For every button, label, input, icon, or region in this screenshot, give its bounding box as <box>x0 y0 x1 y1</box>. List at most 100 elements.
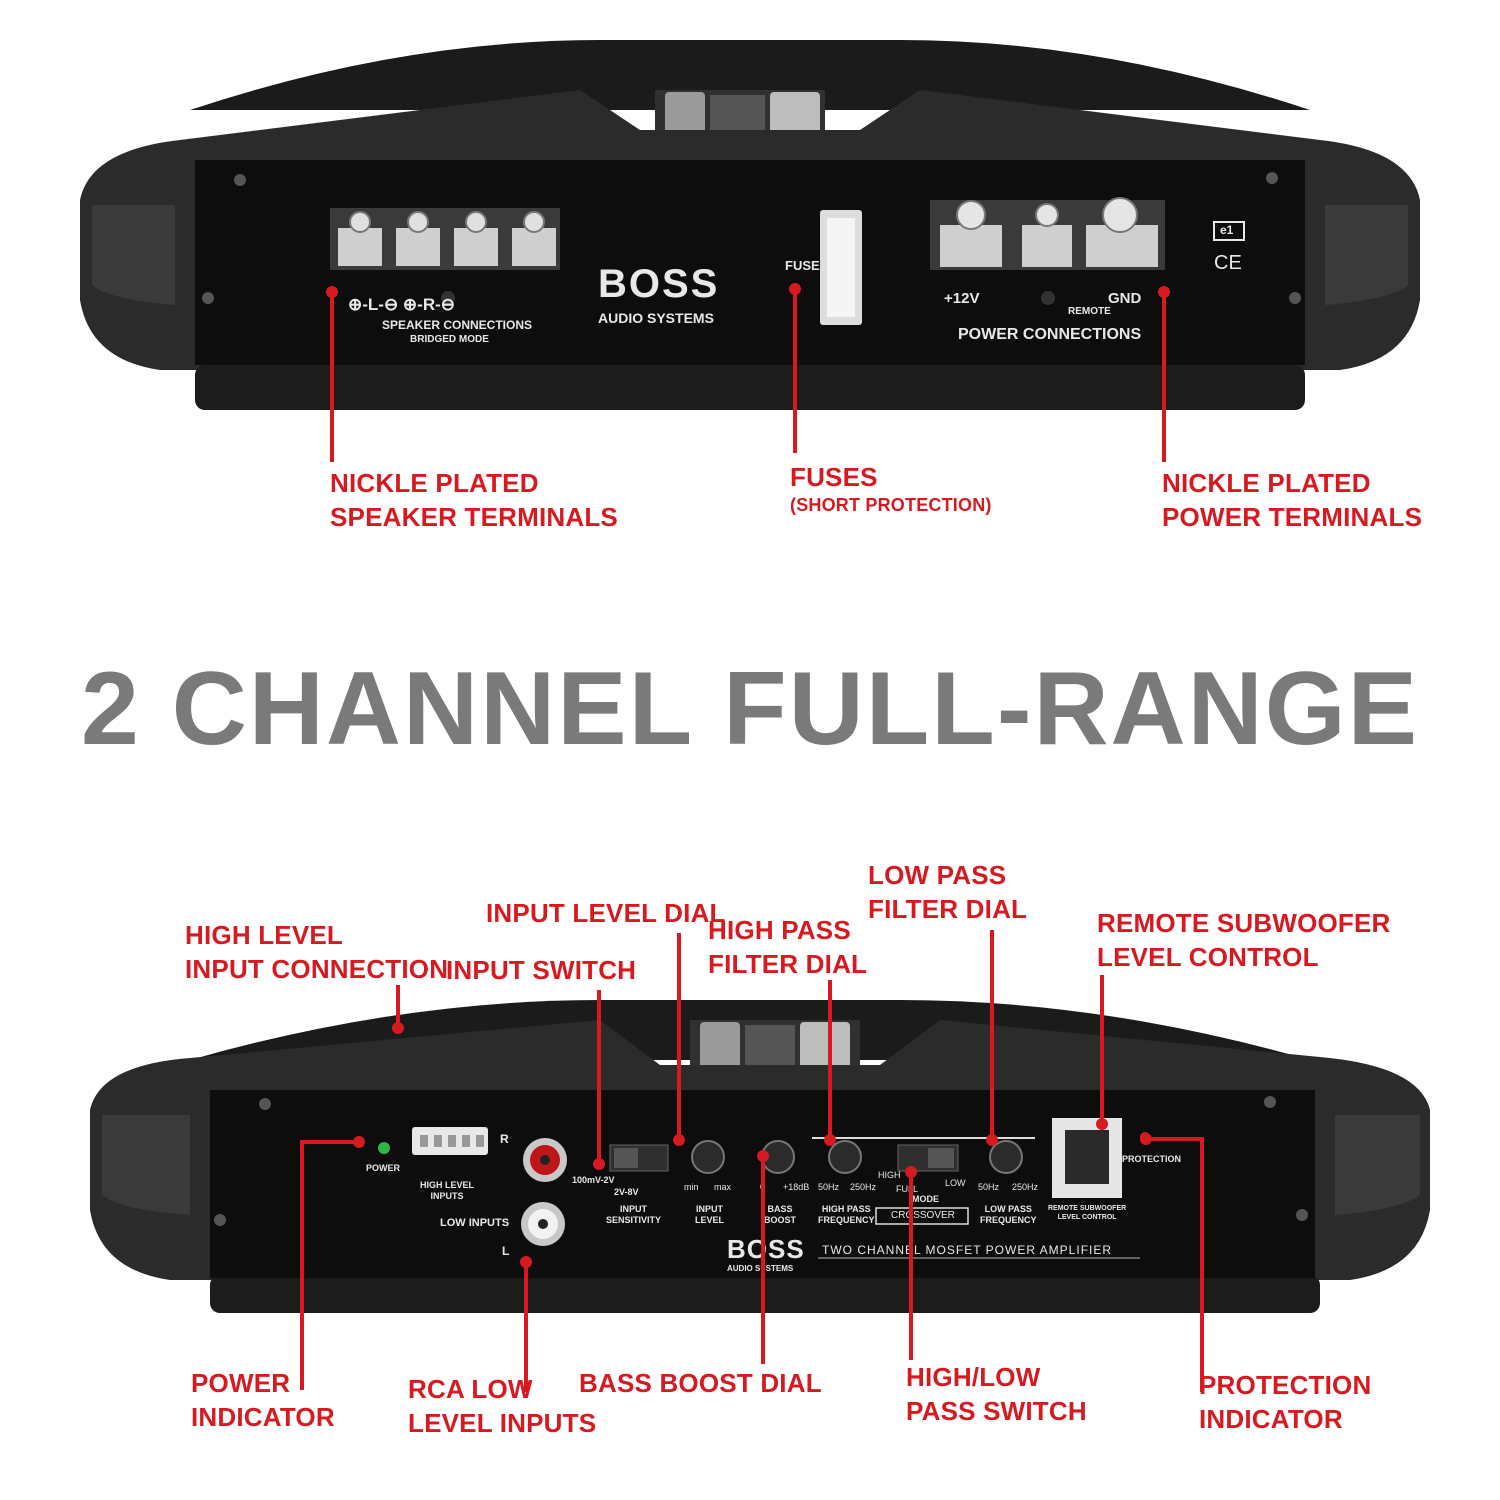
callout-remote-sub-line1: REMOTE SUBWOOFER <box>1097 908 1391 938</box>
bass-boost-line1: BASS <box>767 1204 793 1214</box>
mode-low-label: LOW <box>945 1178 966 1188</box>
high-pass-frequency-label: HIGH PASS FREQUENCY <box>818 1204 875 1226</box>
low-pass-frequency-line2: FREQUENCY <box>980 1215 1037 1225</box>
input-sensitivity-line1: INPUT <box>620 1204 647 1214</box>
callout-fuses-title: FUSES <box>790 462 878 492</box>
input-level-line1: INPUT <box>696 1204 723 1214</box>
bottom-amplifier-housing <box>90 1000 1430 1313</box>
speaker-pin-labels: ⊕-L-⊖ ⊕-R-⊖ <box>348 295 456 314</box>
low-pass-dial-pointer <box>986 1134 998 1146</box>
input-level-max-label: max <box>714 1182 732 1192</box>
remote-sub-pointer <box>1096 1118 1108 1130</box>
callout-high-level-input-line1: HIGH LEVEL <box>185 920 344 950</box>
protection-leader-h <box>1146 1137 1204 1141</box>
high-pass-dial-pointer <box>824 1134 836 1146</box>
bass-boost-label: BASS BOOST <box>764 1204 796 1226</box>
input-level-min-label: min <box>684 1182 699 1192</box>
callout-rca-low-line1: RCA LOW <box>408 1374 533 1404</box>
rca-leader <box>524 1262 528 1392</box>
remote-sub-panel-label: REMOTE SUBWOOFER LEVEL CONTROL <box>1048 1204 1126 1222</box>
fuse-label: FUSE <box>785 258 820 273</box>
callout-high-pass-dial-line1: HIGH PASS <box>708 915 851 945</box>
speaker-connections-label: SPEAKER CONNECTIONS <box>382 318 533 332</box>
high-level-inputs-line1: HIGH LEVEL <box>420 1180 475 1190</box>
lpf-250hz-label: 250Hz <box>1012 1182 1039 1192</box>
callout-fuses: FUSES (SHORT PROTECTION) <box>790 460 992 516</box>
callout-high-low-switch: HIGH/LOW PASS SWITCH <box>906 1360 1087 1428</box>
callout-protection-indicator-line2: INDICATOR <box>1199 1404 1343 1434</box>
high-level-input-leader <box>396 985 400 1025</box>
callout-power-indicator: POWER INDICATOR <box>191 1366 335 1434</box>
callout-input-switch: INPUT SWITCH <box>446 955 637 985</box>
protection-led-label: PROTECTION <box>1122 1154 1182 1164</box>
bottom-amplifier: POWER R L HIGH LEVEL INPUTS LOW INPUTS 1… <box>0 990 1500 1330</box>
callout-power-terminals-line1: NICKLE PLATED <box>1162 468 1371 498</box>
callout-protection-indicator: PROTECTION INDICATOR <box>1199 1368 1371 1436</box>
callout-remote-sub: REMOTE SUBWOOFER LEVEL CONTROL <box>1097 906 1391 974</box>
callout-power-terminals-line2: POWER TERMINALS <box>1162 502 1423 532</box>
input-level-line2: LEVEL <box>695 1215 725 1225</box>
callout-high-level-input: HIGH LEVEL INPUT CONNECTION <box>185 918 448 986</box>
e1-mark: e1 <box>1220 223 1234 237</box>
input-r-label: R <box>500 1132 509 1146</box>
top-amplifier-housing <box>80 40 1420 410</box>
headline: 2 CHANNEL FULL-RANGE <box>80 651 1420 767</box>
mode-full-label: FULL <box>896 1184 919 1194</box>
callout-low-pass-dial: LOW PASS FILTER DIAL <box>868 858 1027 926</box>
high-pass-frequency-line2: FREQUENCY <box>818 1215 875 1225</box>
input-level-dial-pointer <box>673 1134 685 1146</box>
high-level-inputs-label: HIGH LEVEL INPUTS <box>420 1180 474 1202</box>
crossover-label: CROSSOVER <box>891 1210 955 1221</box>
power-indicator-leader-h <box>300 1140 358 1144</box>
remote-label: REMOTE <box>1068 306 1111 317</box>
callout-rca-low: RCA LOW LEVEL INPUTS <box>408 1372 596 1440</box>
bass-boost-max-label: +18dB <box>783 1182 810 1192</box>
bass-boost-leader <box>761 1156 765 1364</box>
callout-fuses-subtitle: (SHORT PROTECTION) <box>790 495 992 515</box>
callout-high-level-input-line2: INPUT CONNECTION <box>185 954 449 984</box>
mode-high-label: HIGH <box>878 1170 901 1180</box>
hpf-50hz-label: 50Hz <box>818 1182 840 1192</box>
mode-switch-leader <box>909 1172 913 1360</box>
amplifier-model-title: TWO CHANNEL MOSFET POWER AMPLIFIER <box>822 1243 1113 1257</box>
remote-sub-leader <box>1100 975 1104 1123</box>
input-level-dial-leader <box>677 933 681 1139</box>
callout-remote-sub-line2: LEVEL CONTROL <box>1097 942 1319 972</box>
sensitivity-high-label: 2V-8V <box>614 1187 639 1197</box>
callout-speaker-terminals-line2: SPEAKER TERMINALS <box>330 502 618 532</box>
callout-bass-boost-dial: BASS BOOST DIAL <box>579 1368 822 1398</box>
speaker-terminal-leader <box>330 292 334 462</box>
hpf-250hz-label: 250Hz <box>850 1182 877 1192</box>
callout-rca-low-line2: LEVEL INPUTS <box>408 1408 597 1438</box>
callout-protection-indicator-line1: PROTECTION <box>1199 1370 1372 1400</box>
callout-low-pass-dial-line2: FILTER DIAL <box>868 894 1028 924</box>
input-sensitivity-label: INPUT SENSITIVITY <box>606 1204 661 1226</box>
low-pass-frequency-line1: LOW PASS <box>984 1204 1032 1214</box>
top-brand-logo: BOSS <box>598 262 720 306</box>
callout-speaker-terminals-line1: NICKLE PLATED <box>330 468 539 498</box>
plus12v-label: +12V <box>944 290 980 307</box>
power-led-label: POWER <box>366 1163 401 1173</box>
callout-input-level-dial: INPUT LEVEL DIAL <box>486 898 726 928</box>
low-inputs-label: LOW INPUTS <box>440 1217 510 1229</box>
input-switch-leader <box>597 990 601 1162</box>
protection-leader-v <box>1200 1137 1204 1392</box>
power-indicator-pointer <box>353 1136 365 1148</box>
input-sensitivity-line2: SENSITIVITY <box>606 1215 662 1225</box>
callout-high-pass-dial: HIGH PASS FILTER DIAL <box>708 913 867 981</box>
input-switch-pointer <box>593 1158 605 1170</box>
callout-speaker-terminals: NICKLE PLATED SPEAKER TERMINALS <box>330 466 618 534</box>
gnd-label: GND <box>1108 290 1142 307</box>
ce-mark: CE <box>1214 252 1242 274</box>
input-l-label: L <box>502 1244 510 1258</box>
top-brand-subtitle: AUDIO SYSTEMS <box>598 310 714 326</box>
high-pass-dial-leader <box>828 980 832 1138</box>
bridged-mode-label: BRIDGED MODE <box>410 334 489 345</box>
callout-high-low-switch-line2: PASS SWITCH <box>906 1396 1087 1426</box>
power-indicator-leader-v <box>300 1140 304 1390</box>
remote-sub-panel-line1: REMOTE SUBWOOFER <box>1048 1205 1127 1212</box>
callout-power-terminals: NICKLE PLATED POWER TERMINALS <box>1162 466 1422 534</box>
mode-label: MODE <box>912 1194 939 1204</box>
power-connections-label: POWER CONNECTIONS <box>958 326 1142 343</box>
callout-low-pass-dial-line1: LOW PASS <box>868 860 1007 890</box>
